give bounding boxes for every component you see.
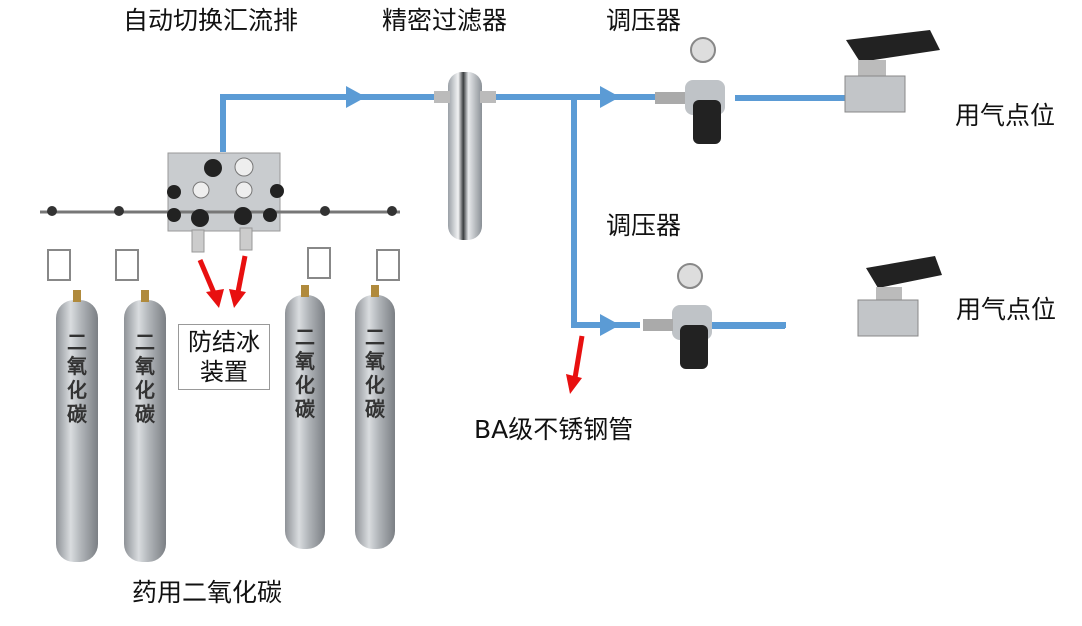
pressure-regulator-bottom (643, 263, 712, 369)
pipe-manifold-to-filter (220, 94, 436, 152)
ball-valve-top (844, 30, 940, 113)
anti-freeze-device-label: 防结冰 装置 (178, 324, 270, 390)
cylinder-text: 二氧化碳 (67, 330, 87, 426)
precision-filter (434, 72, 496, 240)
flow-arrow-3 (600, 314, 620, 336)
ball-valve-bottom (857, 256, 942, 337)
usepoint-bottom-label: 用气点位 (956, 295, 1057, 324)
anti-freeze-line2: 装置 (200, 358, 248, 386)
pipe-label: BA级不锈钢管 (474, 415, 634, 444)
auto-switch-manifold (40, 152, 400, 281)
cylinders-label: 药用二氧化碳 (132, 578, 283, 607)
regulator-top-label: 调压器 (606, 6, 682, 35)
annotation-arrows (197, 255, 585, 394)
cylinder-text: 二氧化碳 (365, 325, 385, 421)
co2-cylinders (56, 285, 395, 562)
cylinder-text: 二氧化碳 (295, 325, 315, 421)
usepoint-top-label: 用气点位 (955, 101, 1056, 130)
filter-label: 精密过滤器 (382, 6, 508, 35)
regulator-bottom-label: 调压器 (606, 211, 682, 240)
anti-freeze-line1: 防结冰 (188, 328, 260, 356)
cylinder-text: 二氧化碳 (135, 330, 155, 426)
flow-arrow-2 (600, 86, 620, 108)
pressure-regulator-top (655, 37, 725, 144)
manifold-label: 自动切换汇流排 (123, 6, 299, 35)
flow-arrow-1 (346, 86, 366, 108)
